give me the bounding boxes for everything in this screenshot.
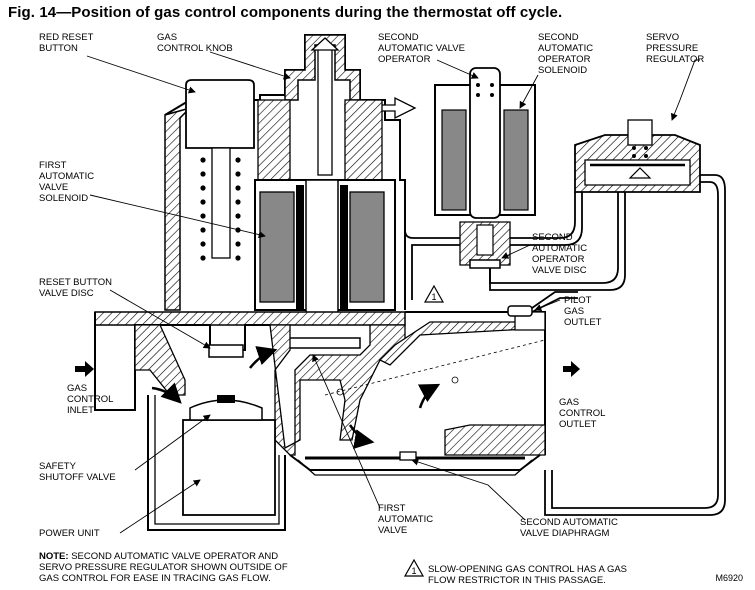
warning-line-2: FLOW RESTRICTOR IN THIS PASSAGE. xyxy=(428,575,606,586)
first-solenoid-shape xyxy=(254,179,396,349)
warning-line-1: SLOW-OPENING GAS CONTROL HAS A GAS xyxy=(428,564,628,575)
lower-body xyxy=(94,305,546,531)
figure-title: Fig. 14—Position of gas control componen… xyxy=(8,4,563,21)
second-operator-shape xyxy=(434,67,536,269)
valve-body xyxy=(164,34,417,311)
note-label: NOTE: xyxy=(39,551,69,562)
note-line-2: SERVO PRESSURE REGULATOR SHOWN OUTSIDE O… xyxy=(39,562,288,573)
gas-tubing xyxy=(404,174,726,516)
label-power-unit: POWER UNIT xyxy=(39,528,100,539)
red-reset-button-shape xyxy=(185,79,255,261)
note-line-1: SECOND AUTOMATIC VALVE OPERATOR AND xyxy=(68,551,279,562)
figure-id: M6920 xyxy=(715,573,743,583)
warning-marker-number: 1 xyxy=(431,292,436,302)
warning-triangle-legend: 1 xyxy=(403,558,425,577)
reset-spring xyxy=(200,157,241,261)
warning-legend-number: 1 xyxy=(411,566,416,576)
note-line-3: GAS CONTROL FOR EASE IN TRACING GAS FLOW… xyxy=(39,573,271,584)
warning-triangle-marker: 1 xyxy=(423,284,445,303)
leader-lines xyxy=(86,51,700,534)
note-block: NOTE: SECOND AUTOMATIC VALVE OPERATOR AN… xyxy=(39,551,288,584)
flow-arrows xyxy=(75,339,580,449)
warning-note: SLOW-OPENING GAS CONTROL HAS A GAS FLOW … xyxy=(428,564,627,586)
servo-regulator-shape xyxy=(574,119,701,193)
